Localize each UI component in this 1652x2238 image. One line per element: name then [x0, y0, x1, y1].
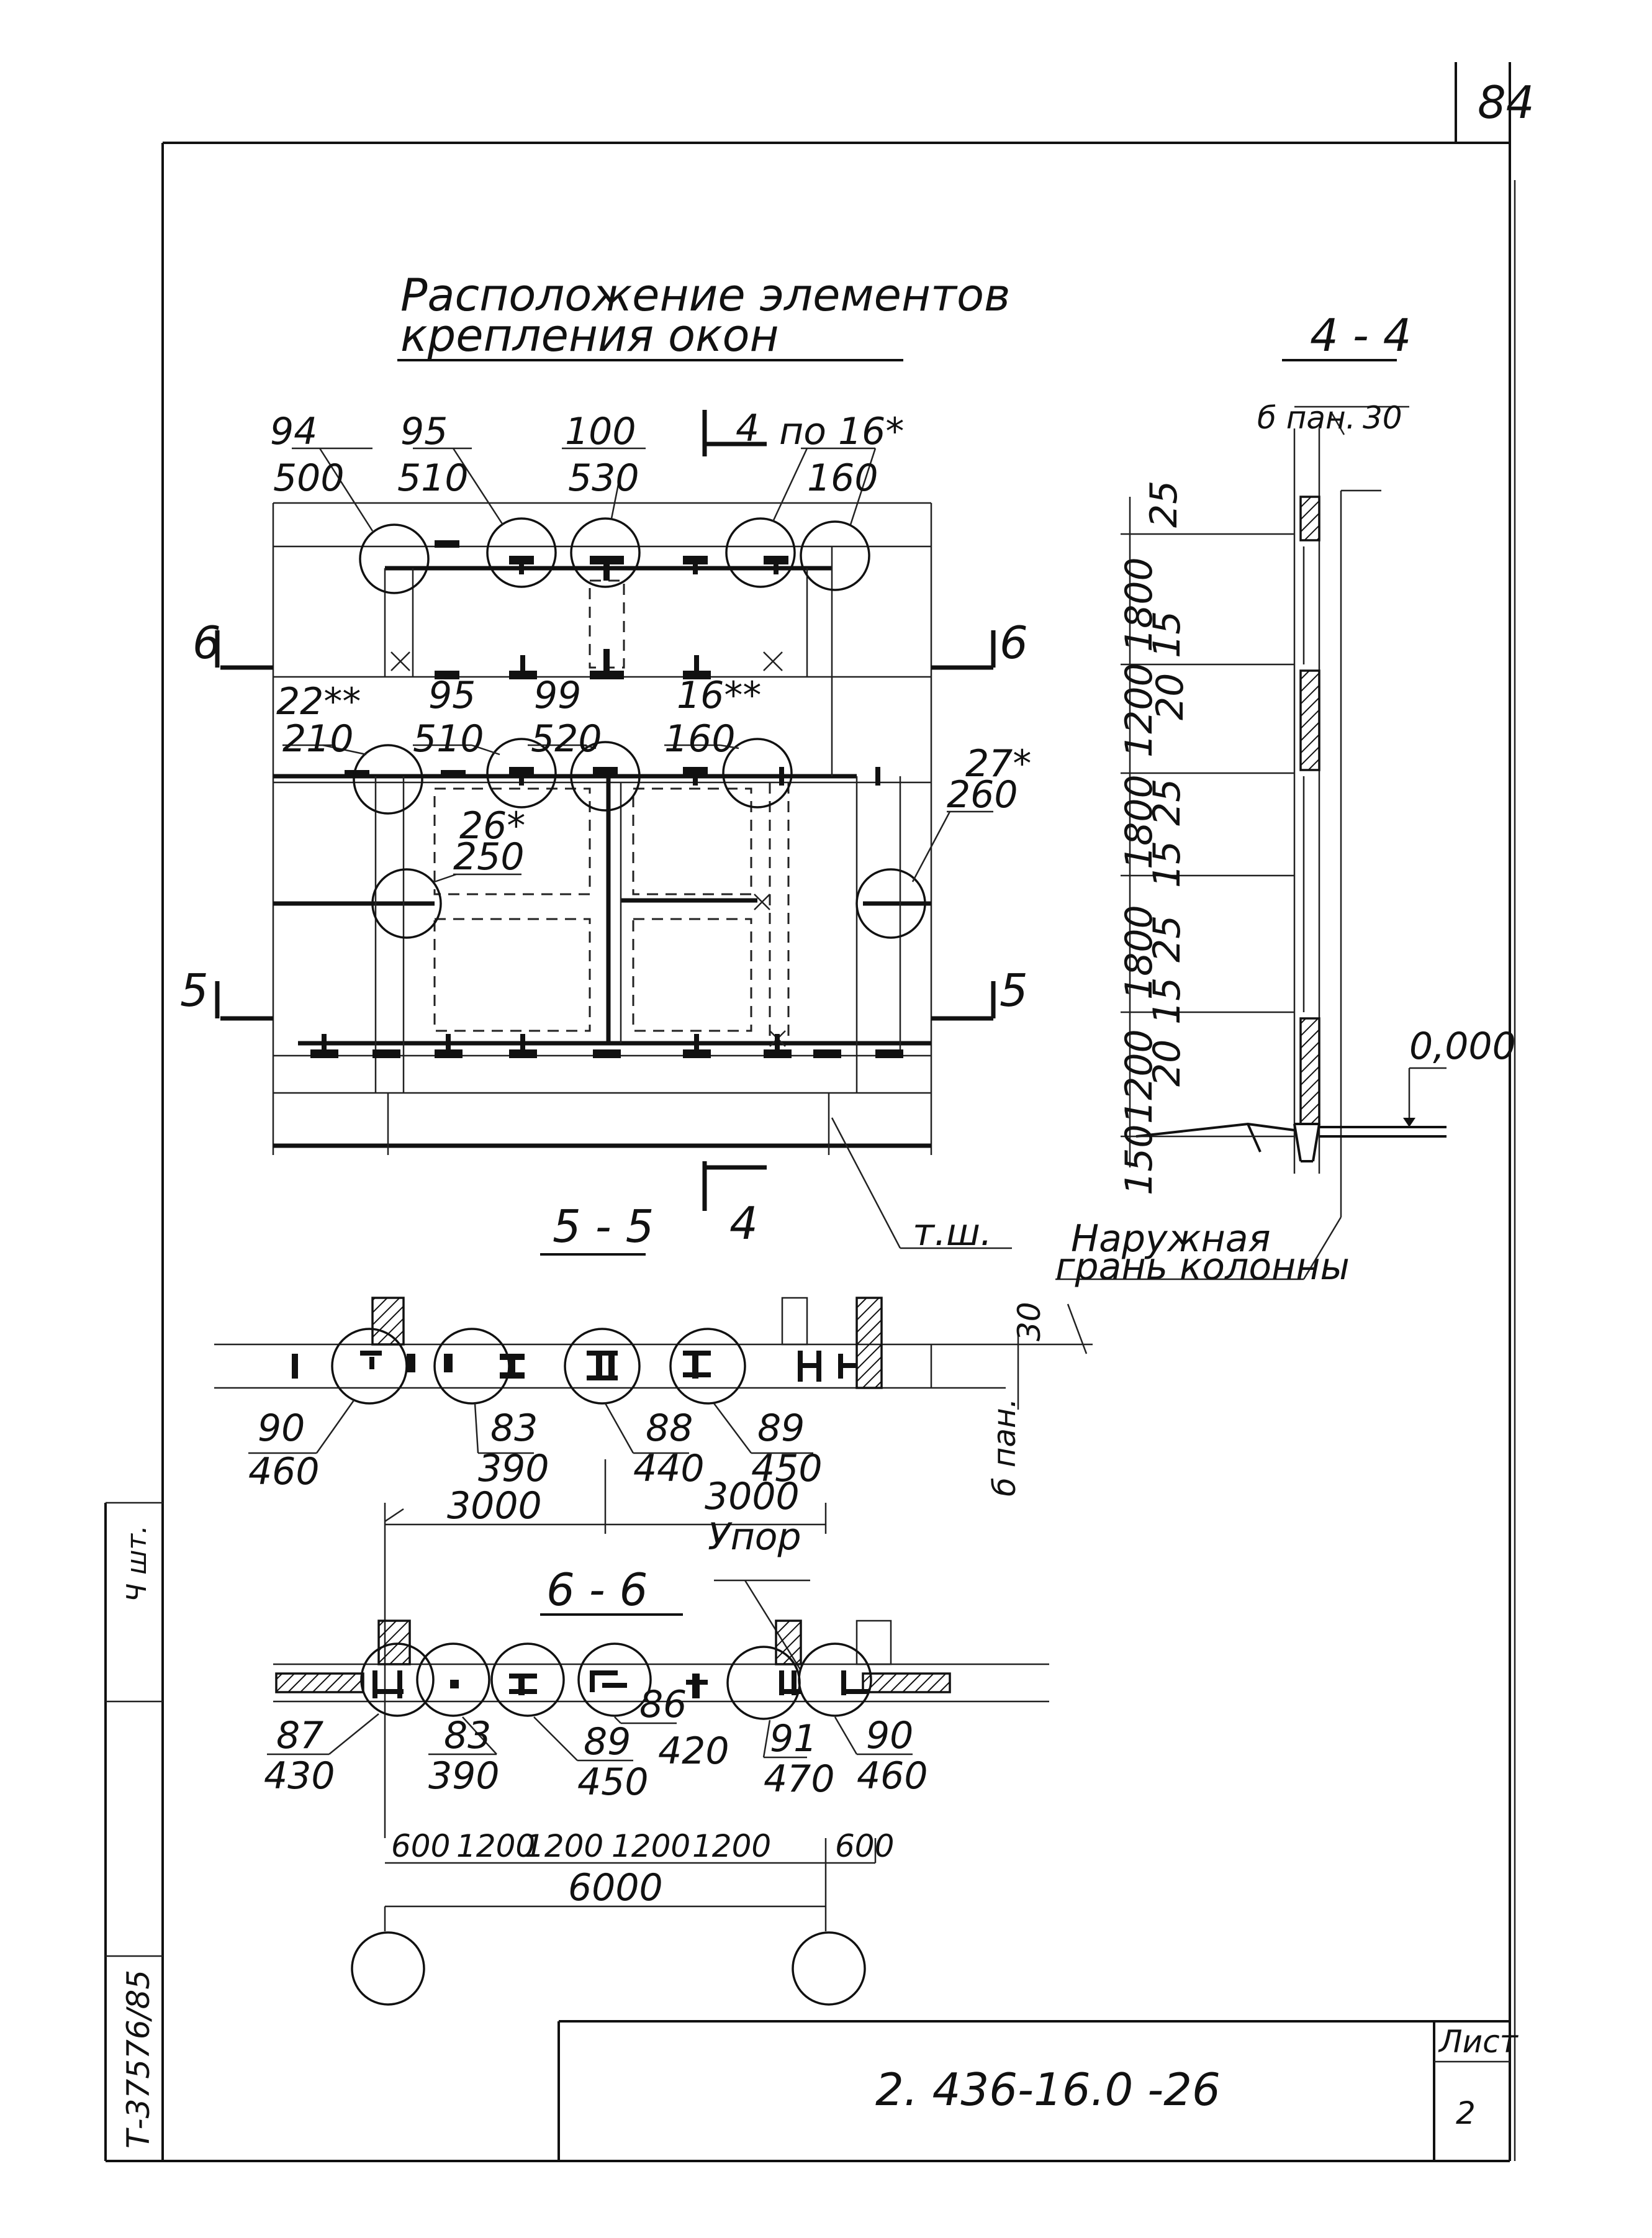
section-44-top-dim: 30 — [1363, 400, 1402, 436]
plan-callout-95-num: 95 — [400, 410, 448, 453]
section-66-stop-label: Упор — [708, 1515, 801, 1559]
section-44-dim-10: 1800 — [1117, 905, 1161, 1000]
plan-callout-27-val: 260 — [947, 773, 1018, 817]
plan-callout-22-val: 210 — [282, 717, 354, 761]
section-66-callout-89-num: 89 — [584, 1720, 631, 1764]
sheet-number: 2 — [1456, 2095, 1476, 2131]
plan-callout-16b-val: 160 — [664, 717, 736, 761]
plan-cut-4-top: 4 — [736, 407, 759, 450]
section-66-bottom-dim-6: 600 — [835, 1828, 894, 1864]
document-code: 2. 436-16.0 -26 — [875, 2064, 1221, 2116]
section-44-dim-4: 20 — [1149, 673, 1192, 720]
section-55-side-label: б пан. — [986, 1398, 1022, 1497]
section-66-callout-91-val: 470 — [764, 1757, 835, 1801]
section-66-callout-91-num: 91 — [770, 1717, 817, 1760]
page-number: 84 — [1478, 76, 1535, 129]
plan-callout-16-num: по 16* — [779, 410, 904, 453]
section-44-note-1: Наружная — [1071, 1217, 1271, 1261]
section-66-top-dim-2: 3000 — [705, 1475, 800, 1518]
plan-view — [215, 410, 1012, 1249]
section-44-dim-11: 15 — [1145, 977, 1189, 1025]
plan-cut-5-left: 5 — [180, 964, 209, 1017]
title-line-1: Расположение элементов — [400, 269, 1010, 321]
section-66-bottom-dim-4: 1200 — [612, 1828, 690, 1864]
section-55-callout-83-num: 83 — [490, 1407, 538, 1450]
section-66-callout-89-val: 450 — [577, 1760, 649, 1804]
sheet-frame — [104, 62, 1516, 2162]
section-66-callout-90-num: 90 — [866, 1714, 913, 1757]
section-44-dim-7: 1800 — [1117, 774, 1161, 869]
section-5-5 — [214, 1297, 1093, 1454]
section-55-callout-88-val: 440 — [633, 1447, 705, 1490]
section-66-title: 6 - 6 — [546, 1564, 648, 1616]
plan-callout-95b-num: 95 — [428, 674, 476, 717]
section-44-dim-13: 1200 — [1117, 1029, 1161, 1124]
section-55-callout-83-val: 390 — [478, 1447, 549, 1490]
section-66-bottom-dim-5: 1200 — [692, 1828, 771, 1864]
plan-note-tsh: т.ш. — [913, 1211, 992, 1254]
section-66-callout-86-num: 86 — [639, 1683, 687, 1726]
side-stamp-code: Т-37576/85 — [120, 1970, 156, 2149]
section-44-dim-3: 15 — [1145, 611, 1189, 658]
section-44-dim-14: 150 — [1117, 1124, 1161, 1195]
section-66-callout-87-val: 430 — [264, 1754, 335, 1798]
section-55-title: 5 - 5 — [553, 1200, 654, 1253]
plan-callout-16b-num: 16** — [677, 674, 761, 717]
section-44-dim-5: 1200 — [1117, 663, 1161, 758]
section-4-4 — [1055, 359, 1447, 1354]
section-66-callout-83-val: 390 — [428, 1754, 500, 1798]
plan-cut-4-bottom: 4 — [729, 1197, 758, 1249]
plan-callout-27-num: 27* — [965, 742, 1031, 786]
plan-callout-99-num: 99 — [534, 674, 581, 717]
plan-cut-6-right: 6 — [1000, 617, 1028, 669]
section-66-bottom-dim-3: 1200 — [525, 1828, 603, 1864]
plan-callout-26-num: 26* — [459, 804, 525, 848]
section-44-dim-2: 1800 — [1117, 557, 1161, 652]
section-55-callout-90-num: 90 — [258, 1407, 305, 1450]
section-55-callout-88-num: 88 — [646, 1407, 693, 1450]
plan-cut-5-right: 5 — [1000, 964, 1028, 1017]
section-66-callout-86-val: 420 — [658, 1729, 729, 1773]
section-44-dim-12: 20 — [1145, 1040, 1189, 1087]
section-44-title: 4 - 4 — [1310, 309, 1411, 361]
side-stamp-text: Ч шт. — [121, 1525, 153, 1602]
plan-callout-95-val: 510 — [397, 456, 469, 500]
section-44-level: 0,000 — [1409, 1025, 1516, 1068]
section-44-dim-1: 25 — [1142, 481, 1186, 528]
section-55-callout-89-num: 89 — [757, 1407, 805, 1450]
plan-callout-99-val: 520 — [531, 717, 602, 761]
section-66-callout-87-num: 87 — [276, 1714, 323, 1757]
section-66-top-dim-1: 3000 — [447, 1484, 542, 1528]
section-44-note-2: грань колонны — [1055, 1245, 1350, 1289]
plan-callout-100-val: 530 — [568, 456, 639, 500]
section-55-callout-89-val: 450 — [751, 1447, 823, 1490]
section-66-callout-83-num: 83 — [444, 1714, 491, 1757]
plan-callout-22-num: 22** — [276, 680, 361, 723]
section-6-6 — [267, 1459, 1049, 2006]
plan-callout-26-val: 250 — [453, 835, 525, 879]
section-44-dim-9: 25 — [1145, 915, 1189, 963]
plan-callout-95b-val: 510 — [413, 717, 484, 761]
section-66-total-dim: 6000 — [568, 1866, 663, 1910]
plan-callout-94-num: 94 — [270, 410, 317, 453]
sheet-label: Лист — [1438, 2024, 1519, 2060]
plan-cut-6-left: 6 — [192, 617, 221, 669]
section-66-callout-90-val: 460 — [857, 1754, 928, 1798]
section-66-bottom-dim-1: 600 — [391, 1828, 450, 1864]
plan-callout-100-num: 100 — [565, 410, 636, 453]
section-55-callout-90-val: 460 — [248, 1450, 320, 1493]
plan-callout-16-val: 160 — [807, 456, 878, 500]
plan-callout-94-val: 500 — [273, 456, 345, 500]
section-44-dim-8: 15 — [1145, 841, 1189, 888]
section-44-dim-6: 25 — [1145, 779, 1189, 826]
section-55-side-dim: 30 — [1011, 1302, 1047, 1341]
section-66-bottom-dim-2: 1200 — [456, 1828, 535, 1864]
section-44-top-label: б пан. — [1257, 400, 1356, 436]
title-line-2: крепления окон — [400, 309, 779, 361]
